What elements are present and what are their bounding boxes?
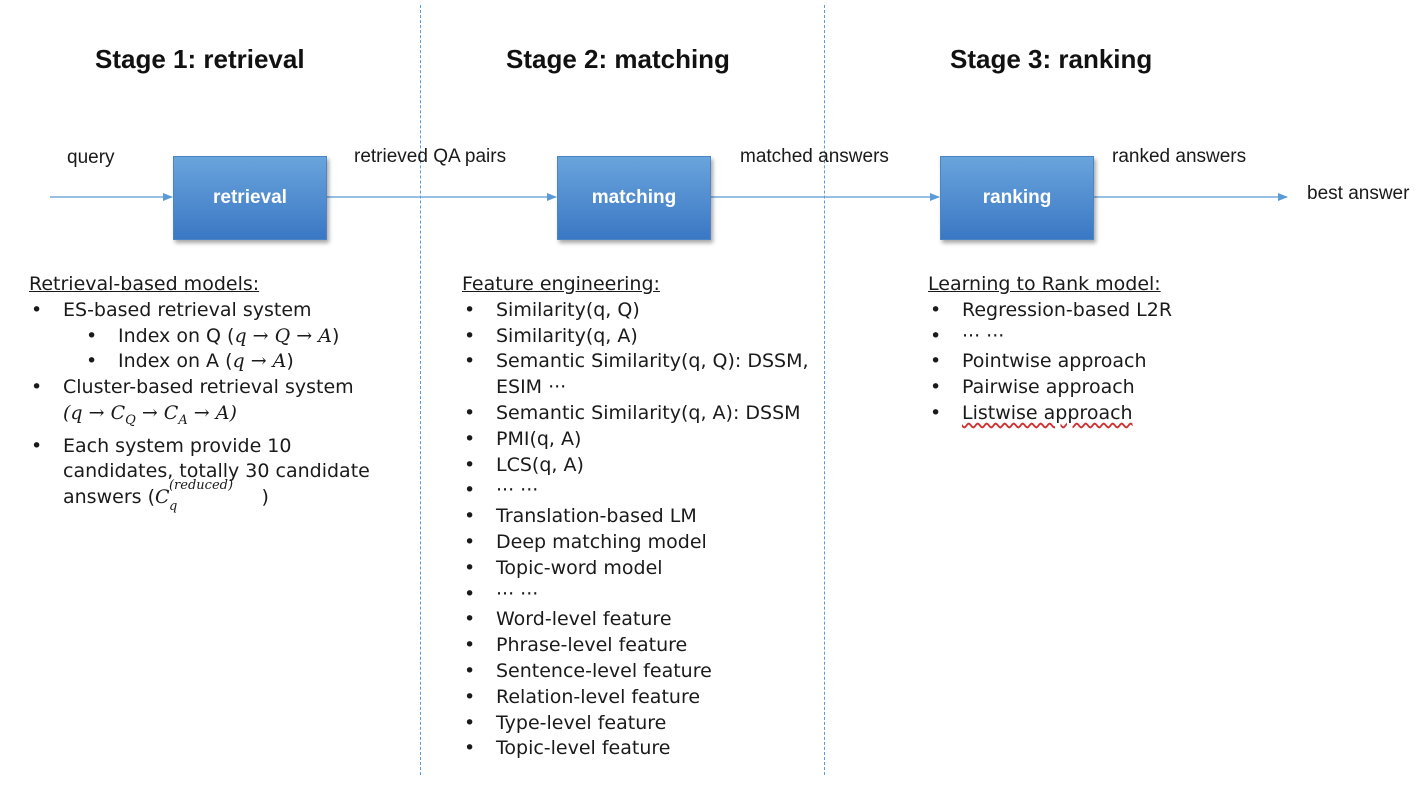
learning-to-rank-heading: Learning to Rank model:: [928, 273, 1161, 295]
list-item: ES-based retrieval system: [29, 298, 414, 324]
list-item: Similarity(q, A): [462, 324, 817, 350]
retrieved-qa-pairs-label: retrieved QA pairs: [354, 146, 507, 167]
ranking-box: ranking: [940, 156, 1094, 240]
list-item: Relation-level feature: [462, 685, 817, 711]
retrieval-models-panel: Retrieval-based models: ES-based retriev…: [29, 272, 414, 515]
stage3-title: Stage 3: ranking: [950, 44, 1153, 74]
query-label: query: [67, 147, 115, 168]
stage-divider-2: [824, 5, 825, 775]
best-answer-label: best answer: [1307, 183, 1410, 204]
retrieval-models-heading: Retrieval-based models:: [29, 273, 260, 295]
matching-box: matching: [557, 156, 711, 240]
list-item: Semantic Similarity(q, Q): DSSM,ESIM ···: [462, 349, 817, 401]
list-item: Cluster-based retrieval system (q → CQ →…: [29, 375, 414, 433]
list-item: Semantic Similarity(q, A): DSSM: [462, 401, 817, 427]
list-item: Deep matching model: [462, 530, 817, 556]
list-item: Index on Q (q → Q → A): [29, 324, 414, 350]
learning-to-rank-panel: Learning to Rank model: Regression-based…: [928, 272, 1288, 427]
list-item: ··· ···: [928, 324, 1288, 350]
list-item: LCS(q, A): [462, 453, 817, 479]
list-item: Each system provide 10 candidates, total…: [29, 434, 414, 515]
list-item: Type-level feature: [462, 711, 817, 737]
retrieval-box: retrieval: [173, 156, 327, 240]
feature-engineering-panel: Feature engineering: Similarity(q, Q) Si…: [462, 272, 817, 762]
list-item: Sentence-level feature: [462, 659, 817, 685]
list-item: Topic-level feature: [462, 736, 817, 762]
list-item: Pairwise approach: [928, 375, 1288, 401]
list-item: Listwise approach: [928, 401, 1288, 427]
stage1-title: Stage 1: retrieval: [95, 44, 305, 74]
list-item: ··· ···: [462, 478, 817, 504]
list-item: PMI(q, A): [462, 427, 817, 453]
list-item: Topic-word model: [462, 556, 817, 582]
list-item: Index on A (q → A): [29, 349, 414, 375]
list-item: Phrase-level feature: [462, 633, 817, 659]
list-item: Word-level feature: [462, 607, 817, 633]
list-item: Similarity(q, Q): [462, 298, 817, 324]
stage-divider-1: [420, 5, 421, 775]
feature-engineering-heading: Feature engineering:: [462, 273, 660, 295]
ranked-answers-label: ranked answers: [1112, 146, 1247, 167]
list-item: Regression-based L2R: [928, 298, 1288, 324]
matched-answers-label: matched answers: [740, 146, 889, 167]
stage2-title: Stage 2: matching: [506, 44, 730, 74]
list-item: Translation-based LM: [462, 504, 817, 530]
list-item: ··· ···: [462, 582, 817, 608]
list-item: Pointwise approach: [928, 349, 1288, 375]
